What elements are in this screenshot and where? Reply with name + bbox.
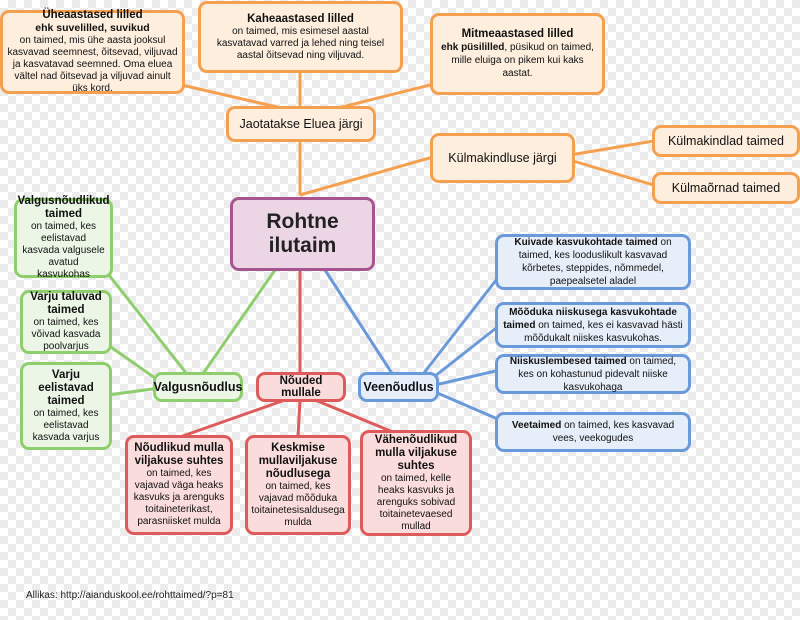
vesi-item-kuivade: Kuivade kasvukohtade taimed on taimed, k… [495, 234, 691, 290]
branch-muld: Nõuded mullale [256, 372, 346, 402]
branch-eluea: Jaotatakse Eluea järgi [226, 106, 376, 142]
item-subtitle: ehk suvelilled, suvikud [35, 22, 150, 34]
item-title: Mõõduka niiskusega kasvukohtade taimed [503, 306, 677, 331]
eluea-item-uheaastased: Üheaastased lilled ehk suvelilled, suvik… [0, 9, 185, 94]
link-valgus-noudlikud [103, 269, 192, 379]
item-title-2: ehk püsililled [441, 42, 505, 53]
item-desc: on taimed, kes eelistavad kasvada valgus… [22, 221, 105, 280]
item-desc: on taimed, kes vajavad mõõduka toitainet… [251, 480, 345, 528]
item-desc: on taimed, kes looduslikult kasvavad kõr… [518, 237, 672, 287]
item-title: Valgusnõudlikud taimed [17, 195, 110, 220]
valgus-item-eelistavad: Varju eelistavad taimed on taimed, kes e… [20, 362, 112, 450]
vesi-item-niiskus: Niiskuslembesed taimed on taimed, kes on… [495, 354, 691, 394]
item-label: Külmaõrnad taimed [671, 181, 781, 195]
link-vesi-niiskus [434, 368, 501, 387]
eluea-item-kaheaastased: Kaheaastased lilled on taimed, mis esime… [198, 1, 403, 73]
link-kulm-ornad [569, 158, 661, 189]
source-footer: Allikas: http://aianduskool.ee/rohttaime… [26, 590, 234, 601]
item-desc: , püsikud on taimed, mille eluiga on pik… [451, 42, 594, 79]
link-center-vesi [323, 269, 397, 379]
branch-muld-label: Nõuded mullale [279, 375, 323, 399]
item-title: Üheaastased lilled [42, 9, 143, 21]
branch-valgus-label: Valgusnõudlus [153, 380, 243, 394]
item-title: Mitmeaastased lilled [461, 28, 574, 40]
item-title: Veetaimed [511, 420, 562, 431]
kulm-item-ornad: Külmaõrnad taimed [652, 172, 800, 204]
branch-eluea-label: Jaotatakse Eluea järgi [239, 117, 363, 131]
item-desc: on taimed, mis ühe aasta jooksul kasvava… [7, 35, 178, 94]
item-desc: on taimed, kes on kohastunud pidevalt ni… [518, 355, 677, 393]
valgus-item-noudlikud: Valgusnõudlikud taimed on taimed, kes ee… [14, 195, 113, 280]
item-title: Varju eelistavad taimed [38, 368, 94, 407]
link-muld-noudlikud [179, 398, 286, 439]
item-title: Niiskuslembesed taimed [509, 355, 627, 367]
item-title: Nõudlikud mulla viljakuse suhtes [134, 442, 224, 467]
item-desc: on taimed, kes võivad kasvada poolvarjus [31, 317, 101, 352]
item-title: Vähenõudlikud mulla viljakuse suhtes [374, 433, 458, 472]
center-line-1: Rohtne [266, 210, 339, 233]
link-center-kulm [299, 153, 441, 197]
link-center-valgus [198, 269, 277, 379]
center-node: Rohtne ilutaim [230, 197, 375, 271]
item-title: Varju taluvad taimed [30, 291, 102, 316]
branch-kulmakindlus-label: Külmakindluse järgi [448, 151, 557, 165]
branch-vesi: Veenõudlus [358, 372, 439, 402]
item-desc: on taimed, kelle heaks kasvuks ja arengu… [376, 472, 456, 532]
link-kulm-kindlad [569, 138, 661, 157]
vesi-item-vee: Veetaimed on taimed, kes kasvavad vees, … [495, 412, 691, 452]
item-title: Keskmise mullaviljakuse nõudlusega [258, 441, 338, 480]
valgus-item-taluvad: Varju taluvad taimed on taimed, kes võiv… [20, 290, 112, 354]
item-desc: on taimed, kes eelistavad kasvada varjus [32, 407, 100, 443]
link-valgus-eelistavad [107, 386, 161, 397]
muld-item-noudlikud: Nõudlikud mulla viljakuse suhtes on taim… [125, 435, 233, 535]
muld-item-keskmise: Keskmise mullaviljakuse nõudlusega on ta… [245, 435, 351, 535]
center-line-2: ilutaim [268, 234, 337, 257]
kulm-item-kindlad: Külmakindlad taimed [652, 125, 800, 157]
item-desc: on taimed, kes kasvavad vees, veekogudes [552, 420, 675, 444]
link-vesi-vee [434, 390, 501, 422]
item-title: Kaheaastased lilled [247, 12, 354, 25]
item-desc: on taimed, mis esimesel aastal kasvatava… [216, 25, 385, 61]
link-vesi-moodukas [429, 323, 501, 382]
branch-vesi-label: Veenõudlus [363, 380, 434, 394]
vesi-item-moodukas: Mõõduka niiskusega kasvukohtade taimed o… [495, 302, 691, 348]
branch-valgus: Valgusnõudlus [153, 372, 243, 402]
link-muld-keskmise [296, 399, 302, 438]
item-title: Kuivade kasvukohtade taimed [514, 237, 658, 248]
eluea-item-mitmeaastased: Mitmeaastased lilled ehk püsililled, püs… [430, 13, 605, 95]
item-desc: on taimed, kes vajavad väga heaks kasvuk… [133, 468, 225, 527]
link-vesi-kuivade [418, 274, 502, 379]
branch-kulmakindlus: Külmakindluse järgi [430, 133, 575, 183]
item-desc: on taimed, kes ei kasvavad hästi mõõduka… [524, 319, 683, 344]
muld-item-vahenoudlikud: Vähenõudlikud mulla viljakuse suhtes on … [360, 430, 472, 536]
item-label: Külmakindlad taimed [667, 134, 785, 148]
